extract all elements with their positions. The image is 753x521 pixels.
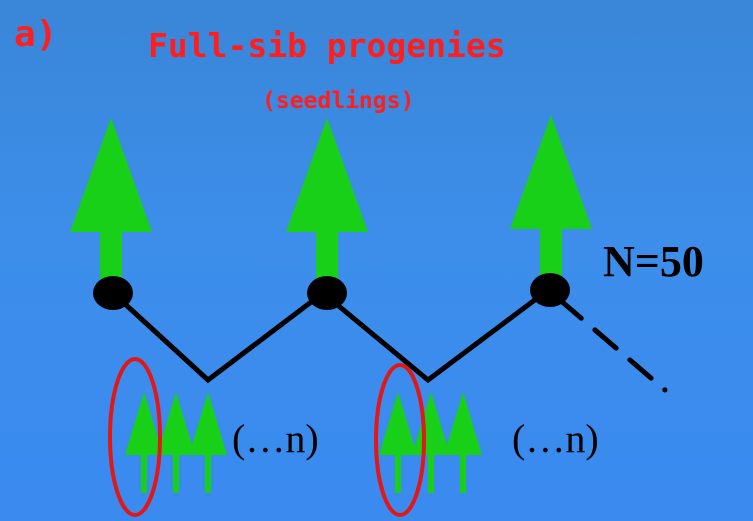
parent-tree-1 bbox=[70, 118, 152, 290]
seedling-icon bbox=[379, 392, 417, 493]
selection-circle bbox=[108, 357, 162, 517]
parent-nodes bbox=[93, 273, 570, 310]
tree-icon bbox=[70, 118, 152, 232]
seedling-count-label: (…n) bbox=[232, 416, 319, 461]
diagram-subtitle: (seedlings) bbox=[262, 88, 415, 114]
tree-icon bbox=[286, 118, 368, 232]
seedling-icon bbox=[189, 392, 227, 493]
dashed-continuation-line bbox=[557, 297, 668, 393]
seedling-icon bbox=[412, 392, 450, 493]
population-size-label: N=50 bbox=[603, 237, 704, 286]
node-dot bbox=[530, 273, 570, 307]
selection-circle bbox=[374, 363, 426, 517]
seedling-icon bbox=[125, 392, 163, 493]
tree-icon bbox=[510, 115, 592, 229]
panel-label: a) bbox=[14, 14, 58, 55]
seedling-group-1 bbox=[125, 392, 227, 493]
seedling-icon bbox=[157, 392, 195, 493]
parent-tree-3 bbox=[510, 115, 592, 287]
diagram-title: Full-sib progenies bbox=[148, 26, 506, 65]
tree-trunk bbox=[316, 228, 338, 290]
parent-tree-2 bbox=[286, 118, 368, 290]
seedling-group-2 bbox=[379, 392, 482, 493]
tree-trunk bbox=[100, 228, 122, 290]
seedling-icon bbox=[444, 392, 482, 493]
seedling-count-label: (…n) bbox=[512, 416, 599, 461]
tree-trunk bbox=[540, 225, 562, 287]
selection-circles bbox=[108, 357, 426, 517]
node-dot bbox=[93, 276, 133, 310]
node-dot bbox=[307, 276, 347, 310]
